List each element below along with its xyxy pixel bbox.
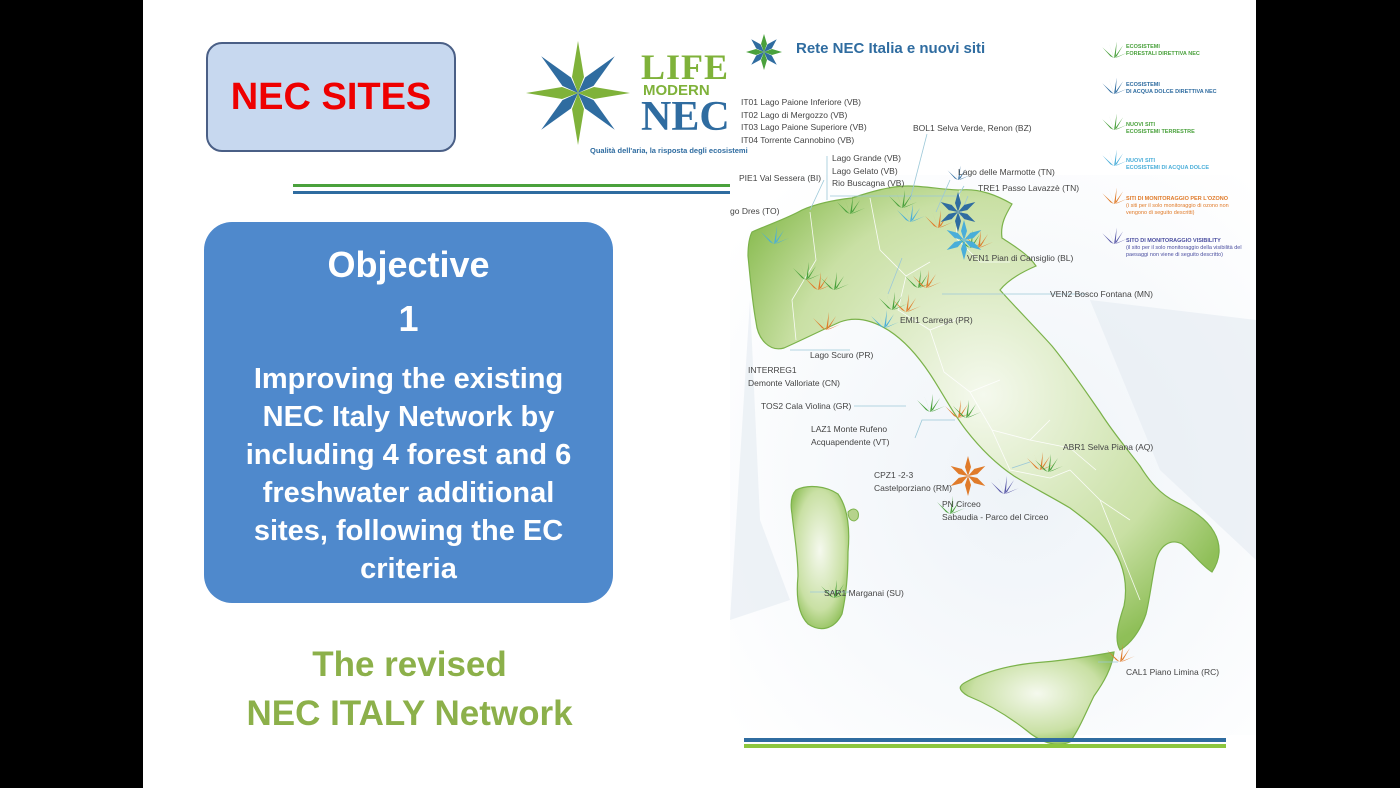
nec-network-map: Rete NEC Italia e nuovi siti IT01 Lago P…: [730, 0, 1256, 788]
slide: NEC SITES LIFE MODERN NEC Qualità dell'a…: [143, 0, 1256, 788]
label-emi1: EMI1 Carrega (PR): [900, 315, 973, 325]
label-it04: IT04 Torrente Cannobino (VB): [741, 134, 855, 145]
caption-line-1: The revised: [312, 645, 507, 684]
logo-tagline: Qualità dell'aria, la risposta degli eco…: [590, 146, 748, 155]
label-abr1: ABR1 Selva Piana (AQ): [1063, 442, 1154, 452]
label-pn-circeo-a: PN Circeo: [942, 499, 981, 509]
label-interreg1-a: INTERREG1: [748, 365, 797, 375]
star-flower-logo-icon: [526, 41, 630, 145]
label-lago-gelato: Lago Gelato (VB): [832, 165, 898, 176]
objective-number: 1: [398, 298, 419, 339]
label-pie1: PIE1 Val Sessera (BI): [739, 173, 822, 183]
label-laz1-b: Acquapendente (VT): [811, 436, 890, 447]
objective-box: Objective 1 Improving the existing NEC I…: [204, 222, 613, 603]
label-pn-circeo-b: Sabaudia - Parco del Circeo: [942, 511, 1049, 522]
caption-line-2: NEC ITALY Network: [246, 694, 573, 733]
objective-heading: Objective: [327, 244, 490, 285]
label-tre1: TRE1 Passo Lavazzè (TN): [978, 183, 1080, 193]
legend-item-freshwater-nec: ECOSISTEMI DI ACQUA DOLCE DIRETTIVA NEC: [1126, 82, 1217, 95]
label-dres: go Dres (TO): [730, 206, 780, 216]
sardinia-island: [790, 485, 850, 630]
legend-item-visibility: SITO DI MONITORAGGIO VISIBILITY (il sito…: [1126, 238, 1242, 258]
legend-item-forest-nec: ECOSISTEMI FORESTALI DIRETTIVA NEC: [1126, 44, 1200, 57]
label-laz1-a: LAZ1 Monte Rufeno: [811, 424, 888, 434]
divider-blue: [293, 191, 733, 194]
legend-item-new-freshwater: NUOVI SITI ECOSISTEMI DI ACQUA DOLCE: [1126, 158, 1210, 171]
label-ven1: VEN1 Pian di Cansiglio (BL): [967, 253, 1074, 263]
label-cpz1-a: CPZ1 -2-3: [874, 470, 914, 480]
italy-map-graphic: [730, 34, 1256, 745]
label-it01-it04: IT01 Lago Paione Inferiore (VB) IT02 Lag…: [741, 96, 867, 146]
map-title: Rete NEC Italia e nuovi siti: [796, 40, 986, 57]
italy-mainland: [747, 185, 1220, 651]
label-laz1: LAZ1 Monte Rufeno Acquapendente (VT): [811, 423, 889, 448]
map-divider-blue: [744, 738, 1226, 742]
title-box: NEC SITES: [206, 42, 456, 152]
logo-nec-text: NEC: [641, 94, 730, 140]
label-lago-scuro: Lago Scuro (PR): [810, 350, 874, 360]
legend-item-ozone: SITI DI MONITORAGGIO PER L'OZONO (i siti…: [1126, 196, 1229, 216]
label-interreg1-b: Demonte Valloriate (CN): [748, 377, 840, 388]
logo-life-text: LIFE: [641, 47, 730, 87]
label-rio-buscagna: Rio Buscagna (VB): [832, 178, 905, 188]
label-it03: IT03 Lago Paione Superiore (VB): [741, 122, 867, 132]
label-lago-grande: Lago Grande (VB): [832, 153, 901, 163]
objective-text: Improving the existing NEC Italy Network…: [245, 363, 572, 585]
slide-title: NEC SITES: [230, 75, 432, 118]
life-modern-nec-logo: LIFE MODERN NEC Qualità dell'aria, la ri…: [518, 35, 748, 160]
label-interreg1: INTERREG1 Demonte Valloriate (CN): [748, 364, 840, 389]
map-divider-green: [744, 744, 1226, 748]
region-borders: [791, 189, 1141, 601]
label-cal1: CAL1 Piano Limina (RC): [1126, 667, 1220, 677]
label-it02: IT02 Lago di Mergozzo (VB): [741, 109, 848, 120]
label-lago-group: Lago Grande (VB) Lago Gelato (VB) Rio Bu…: [832, 152, 904, 190]
label-cpz1: CPZ1 -2-3 Castelporziano (RM): [874, 469, 952, 494]
label-tos2: TOS2 Cala Violina (GR): [761, 401, 852, 411]
label-bol1: BOL1 Selva Verde, Renon (BZ): [913, 123, 1032, 133]
label-cpz1-b: Castelporziano (RM): [874, 482, 952, 493]
legend-item-new-terrestrial: NUOVI SITI ECOSISTEMI TERRESTRE: [1126, 122, 1195, 135]
logo-modern-text: MODERN: [643, 82, 710, 99]
divider-green: [293, 184, 733, 187]
label-ven2: VEN2 Bosco Fontana (MN): [1050, 289, 1153, 299]
label-sar1: SAR1 Marganai (SU): [824, 588, 904, 598]
site-leader-lines: [790, 133, 1118, 663]
label-it01: IT01 Lago Paione Inferiore (VB): [741, 97, 862, 107]
map-title-star-icon: [746, 34, 782, 70]
label-lago-marmotte: Lago delle Marmotte (TN): [958, 167, 1055, 177]
label-pn-circeo: PN Circeo Sabaudia - Parco del Circeo: [942, 498, 1048, 523]
sicily-island: [959, 651, 1115, 745]
